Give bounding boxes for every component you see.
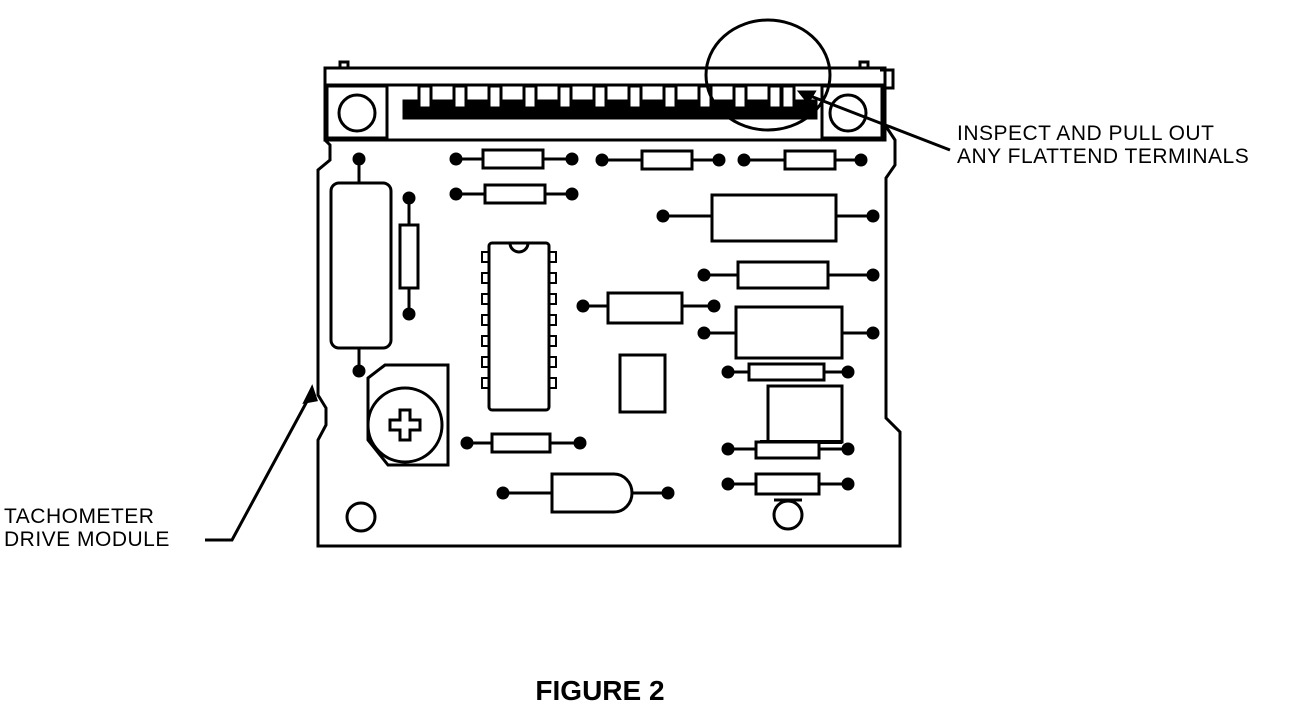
resistor — [721, 440, 855, 460]
resistor — [460, 432, 587, 454]
inspect-callout-line1: INSPECT AND PULL OUT — [957, 122, 1215, 145]
inspect-callout: INSPECT AND PULL OUT ANY FLATTEND TERMIN… — [957, 122, 1249, 168]
resistor — [721, 362, 855, 382]
resistor — [595, 149, 726, 171]
inspect-leader-line — [799, 90, 951, 152]
capacitor-vertical — [329, 181, 393, 350]
capacitor — [656, 193, 880, 243]
potentiometer — [366, 363, 450, 467]
small-component — [618, 353, 667, 414]
mounting-hole — [345, 501, 377, 533]
mounting-hole — [828, 93, 868, 133]
square-component — [766, 384, 844, 444]
tachometer-callout: TACHOMETER DRIVE MODULE — [4, 505, 170, 551]
resistor — [737, 149, 868, 171]
tach-callout-line2: DRIVE MODULE — [4, 528, 170, 551]
diode — [496, 472, 675, 514]
inspection-circle — [704, 18, 832, 132]
terminal-pins — [417, 84, 796, 110]
tach-leader-line — [205, 391, 314, 542]
inspect-callout-line2: ANY FLATTEND TERMINALS — [957, 145, 1250, 168]
resistor — [449, 148, 579, 170]
board-outline — [316, 66, 902, 548]
mounting-hole — [337, 93, 377, 133]
resistor — [449, 183, 579, 205]
figure-caption: FIGURE 2 — [535, 675, 665, 706]
connector-header — [323, 66, 887, 142]
resistor — [721, 472, 855, 496]
resistor — [697, 260, 880, 290]
ic-chip — [481, 241, 557, 412]
mounting-hole — [772, 499, 804, 531]
resistor — [576, 291, 721, 325]
capacitor — [697, 305, 880, 360]
tach-callout-line1: TACHOMETER — [4, 505, 155, 528]
